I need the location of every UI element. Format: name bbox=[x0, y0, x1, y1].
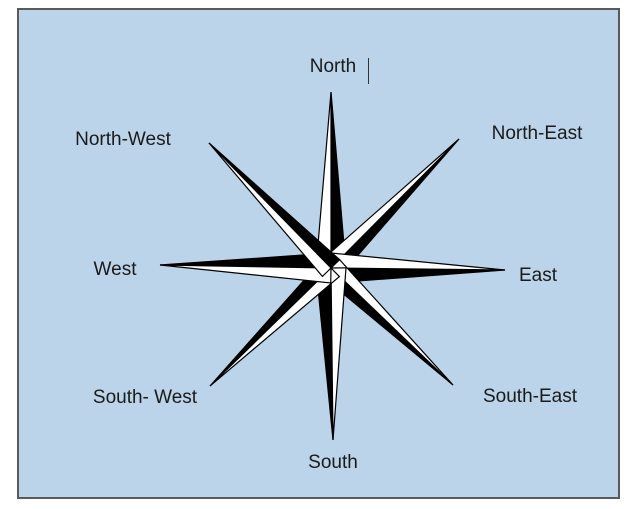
rose-point-south-light bbox=[331, 268, 346, 440]
rose-point-south-west-light bbox=[210, 268, 339, 386]
label-north-east: North-East bbox=[492, 123, 584, 144]
text-cursor bbox=[368, 58, 369, 84]
label-north: North bbox=[310, 56, 356, 77]
label-east: East bbox=[519, 265, 558, 286]
rose-point-north-west-light bbox=[209, 143, 331, 276]
rose-point-west-light bbox=[160, 265, 331, 283]
label-south-west: South- West bbox=[93, 387, 198, 408]
label-south-east: South-East bbox=[483, 386, 578, 407]
label-south: South bbox=[308, 452, 358, 473]
label-north-west: North-West bbox=[75, 129, 171, 150]
rose-point-east-light bbox=[331, 253, 505, 270]
rose-point-north-east-light bbox=[322, 139, 459, 268]
rose-point-north-west-dark bbox=[209, 143, 340, 268]
label-west: West bbox=[94, 259, 138, 280]
